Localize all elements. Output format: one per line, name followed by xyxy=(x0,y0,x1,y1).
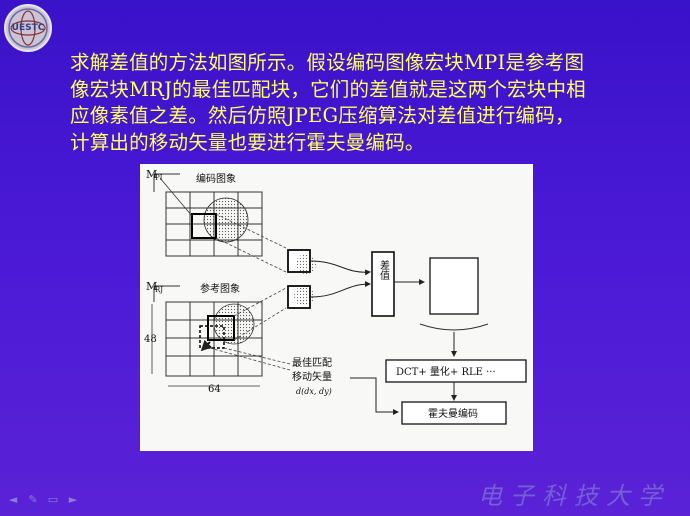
back-icon[interactable]: ◄ xyxy=(8,493,18,506)
body-line: 计算出的移动矢量也要进行霍夫曼编码。 xyxy=(70,130,425,154)
width-64-label: 64 xyxy=(208,384,221,395)
motion-compensation-diagram: M PI 编码图象 M RJ 参考图象 48 64 xyxy=(140,164,533,451)
slide-body-text: 求解差值的方法如图所示。假设编码图像宏块MPI是参考图 像宏块MRJ的最佳匹配块… xyxy=(70,50,670,156)
dct-quant-rle-box xyxy=(385,359,527,383)
motion-vector-label: 移动矢量 xyxy=(292,370,332,383)
body-line: 求解差值的方法如图所示。假设编码图像宏块MPI是参考图 xyxy=(70,51,585,74)
mpi-label-sub: PI xyxy=(155,174,163,182)
mrj-label-sub: RJ xyxy=(155,286,163,294)
university-logo: UESTC xyxy=(4,4,52,52)
body-line: 应像素值之差。然后仿照JPEG压缩算法对差值进行编码， xyxy=(70,104,575,127)
slide-nav-toolbar: ◄ ✎ ▭ ► xyxy=(6,494,80,506)
logo-ring-icon xyxy=(8,8,48,48)
difference-label: 差值 xyxy=(378,259,390,281)
vector-formula-label: d(dx, dy) xyxy=(296,387,332,396)
university-watermark: 电子科技大学 xyxy=(478,482,670,510)
best-match-label: 最佳匹配 xyxy=(292,356,332,369)
logo-text: UESTC xyxy=(11,23,45,33)
dct-label: DCT+ 量化+ RLE ··· xyxy=(396,365,496,378)
coded-macroblock xyxy=(191,213,217,239)
mpi-label: M xyxy=(146,168,157,181)
reference-picture-label: 参考图象 xyxy=(200,282,240,295)
coded-picture-label: 编码图象 xyxy=(196,172,236,185)
coded-object-shape xyxy=(203,197,249,243)
huffman-box xyxy=(401,401,507,425)
mrj-label: M xyxy=(146,280,157,293)
reference-macroblock xyxy=(207,315,235,341)
pen-icon[interactable]: ✎ xyxy=(28,493,38,506)
huffman-label: 霍夫曼编码 xyxy=(428,407,478,420)
forward-icon[interactable]: ► xyxy=(68,493,78,506)
difference-box xyxy=(371,251,395,317)
height-48-label: 48 xyxy=(144,334,157,345)
output-block xyxy=(429,257,479,315)
body-line: 像宏块MRJ的最佳匹配块，它们的差值就是这两个宏块中相 xyxy=(70,77,586,101)
menu-icon[interactable]: ▭ xyxy=(47,493,59,506)
